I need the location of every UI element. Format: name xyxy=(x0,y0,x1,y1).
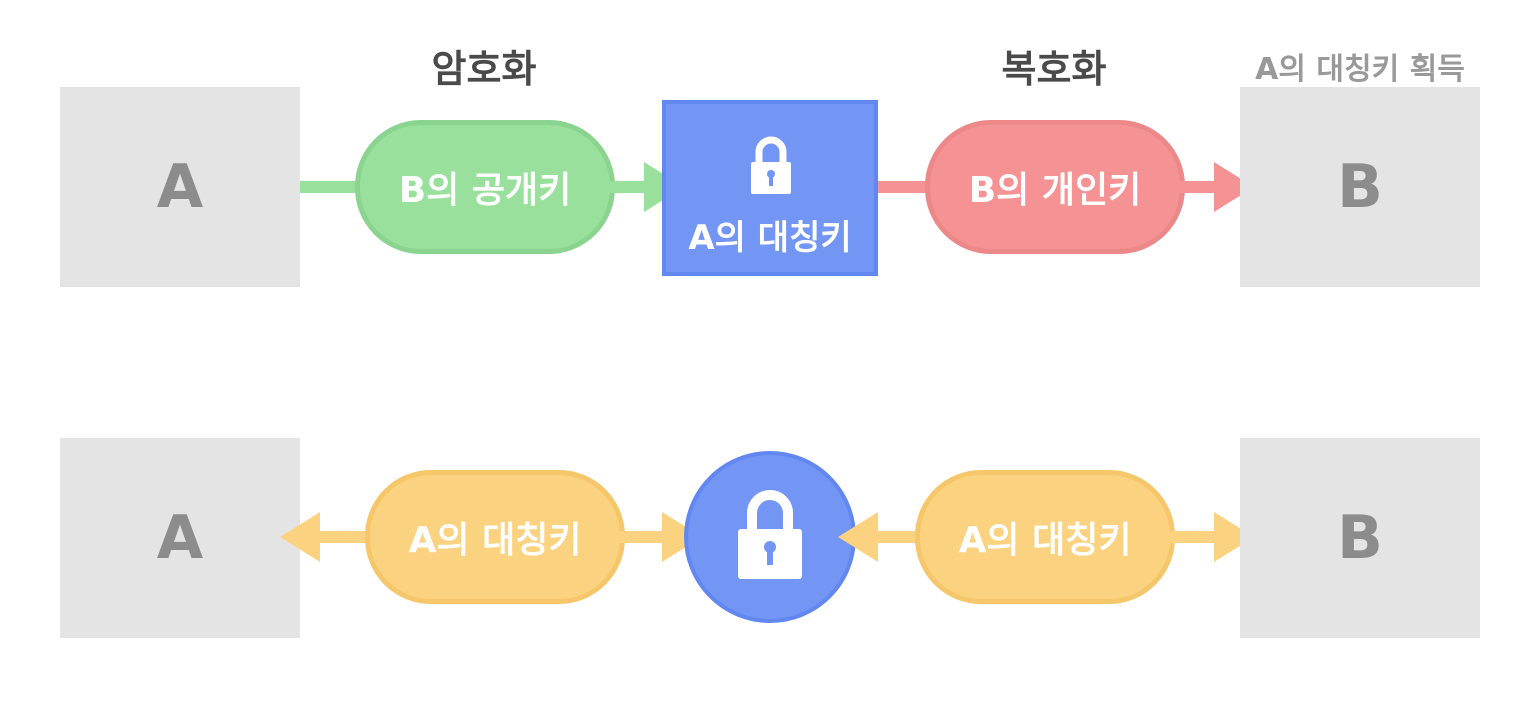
party-a-label: A xyxy=(156,152,204,222)
arrow-left-icon xyxy=(838,512,878,562)
public-key-label: B의 공개키 xyxy=(398,170,572,211)
connector-line xyxy=(1180,181,1220,193)
connector-line xyxy=(610,181,650,193)
decrypt-heading: 복호화 xyxy=(1001,47,1107,91)
connector-line xyxy=(876,531,920,543)
party-a-box-bottom: A xyxy=(60,438,300,638)
party-a-box-top: A xyxy=(60,87,300,287)
acquire-heading: A의 대칭키 획득 xyxy=(1255,52,1465,87)
symmetric-key-label: A의 대칭키 xyxy=(408,520,582,561)
connector-line xyxy=(1170,531,1220,543)
arrow-left-icon xyxy=(280,512,320,562)
party-b-label: B xyxy=(1337,503,1383,573)
lock-icon xyxy=(738,490,802,579)
symmetric-key-pill-right: A의 대칭키 xyxy=(915,470,1175,604)
private-key-pill: B의 개인키 xyxy=(925,120,1185,254)
connector-line xyxy=(318,531,368,543)
party-b-box-top: B xyxy=(1240,87,1480,287)
connector-line xyxy=(620,531,665,543)
lock-icon xyxy=(751,136,791,194)
private-key-label: B의 개인키 xyxy=(968,170,1142,211)
connector-line xyxy=(878,181,928,193)
symmetric-key-label: A의 대칭키 xyxy=(688,218,852,258)
party-b-label: B xyxy=(1337,152,1383,222)
symmetric-key-pill-left: A의 대칭키 xyxy=(365,470,625,604)
symmetric-key-label: A의 대칭키 xyxy=(958,520,1132,561)
party-b-box-bottom: B xyxy=(1240,438,1480,638)
encrypt-heading: 암호화 xyxy=(431,47,537,91)
public-key-pill: B의 공개키 xyxy=(355,120,615,254)
symmetric-key-lock-box: A의 대칭키 xyxy=(662,100,878,276)
connector-line xyxy=(300,181,360,193)
lock-circle xyxy=(684,451,856,623)
party-a-label: A xyxy=(156,503,204,573)
